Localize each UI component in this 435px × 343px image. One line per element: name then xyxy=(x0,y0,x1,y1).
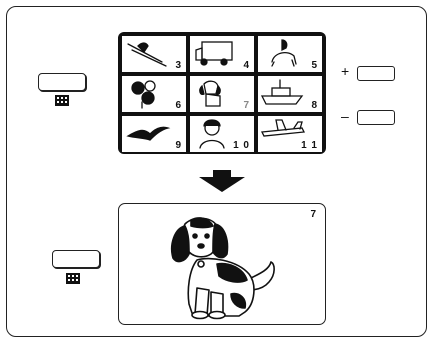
thumbnail-number: 7 xyxy=(243,100,250,111)
ski-jumper-icon xyxy=(127,42,167,67)
thumbnail-cell[interactable]: 1 1 xyxy=(258,116,322,152)
dog-large-icon xyxy=(170,217,275,320)
minus-label: – xyxy=(341,108,349,124)
flowers-icon xyxy=(131,80,156,109)
thumbnail-cell[interactable]: 4 xyxy=(190,36,254,72)
remote-button[interactable] xyxy=(52,250,100,268)
grid-icon xyxy=(55,95,69,106)
index-button-top[interactable] xyxy=(38,73,86,106)
zoom-in-button[interactable] xyxy=(357,66,395,81)
thumbnail-cell[interactable]: 8 xyxy=(258,76,322,112)
thumbnail-cell[interactable]: 7 xyxy=(190,76,254,112)
thumbnail-number: 4 xyxy=(243,60,250,71)
thumbnail-number: 1 0 xyxy=(233,140,250,151)
thumbnail-number: 8 xyxy=(311,100,318,111)
diagram-frame xyxy=(6,6,427,337)
grid-icon xyxy=(66,273,80,284)
remote-button[interactable] xyxy=(38,73,86,91)
horse-rider-icon xyxy=(271,39,297,67)
thumbnail-number: 3 xyxy=(175,60,182,71)
down-arrow-icon xyxy=(199,170,245,192)
boat-icon xyxy=(260,79,304,105)
thumbnail-number: 9 xyxy=(175,140,182,151)
thumbnail-cell[interactable]: 9 xyxy=(122,116,186,152)
thumbnail-number: 5 xyxy=(311,60,318,71)
thumbnail-cell[interactable]: 5 xyxy=(258,36,322,72)
thumbnail-grid: 3 4 5 6 7 8 9 1 0 1 1 xyxy=(118,32,326,154)
thumbnail-number: 1 1 xyxy=(301,140,318,151)
thumbnail-cell[interactable]: 3 xyxy=(122,36,186,72)
woman-portrait-icon xyxy=(199,119,225,149)
plus-label: + xyxy=(341,63,350,79)
thumbnail-cell[interactable]: 1 0 xyxy=(190,116,254,152)
bird-icon xyxy=(126,126,171,141)
thumbnail-number: 6 xyxy=(175,100,182,111)
enlarged-picture: 7 xyxy=(118,203,326,325)
dog-icon xyxy=(199,80,221,107)
airplane-icon xyxy=(260,119,306,137)
truck-icon xyxy=(195,41,233,66)
enlarged-number: 7 xyxy=(310,209,316,220)
zoom-out-button[interactable] xyxy=(357,110,395,125)
thumbnail-cell[interactable]: 6 xyxy=(122,76,186,112)
index-button-bottom[interactable] xyxy=(52,250,100,284)
